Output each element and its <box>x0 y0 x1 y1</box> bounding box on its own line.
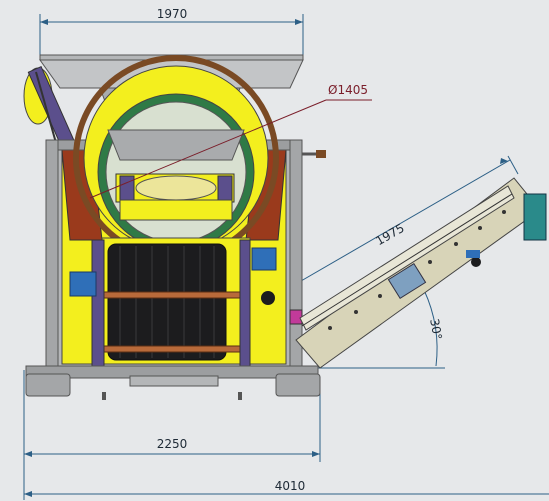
side-arm <box>23 65 75 151</box>
base-skids <box>25 365 321 400</box>
dim-top-width: 1970 <box>157 7 188 21</box>
dim-conveyor-length: 1975 <box>373 221 406 248</box>
dim-drum-diameter: Ø1405 <box>328 83 368 97</box>
conveyor <box>295 177 547 369</box>
trommel-drum <box>73 55 279 261</box>
dim-total-length: 4010 <box>275 479 306 493</box>
belt-assembly <box>69 237 303 367</box>
diameter-leader <box>89 99 372 199</box>
dim-base-width: 2250 <box>157 437 188 451</box>
dim-conveyor-angle: 30° <box>427 318 444 341</box>
